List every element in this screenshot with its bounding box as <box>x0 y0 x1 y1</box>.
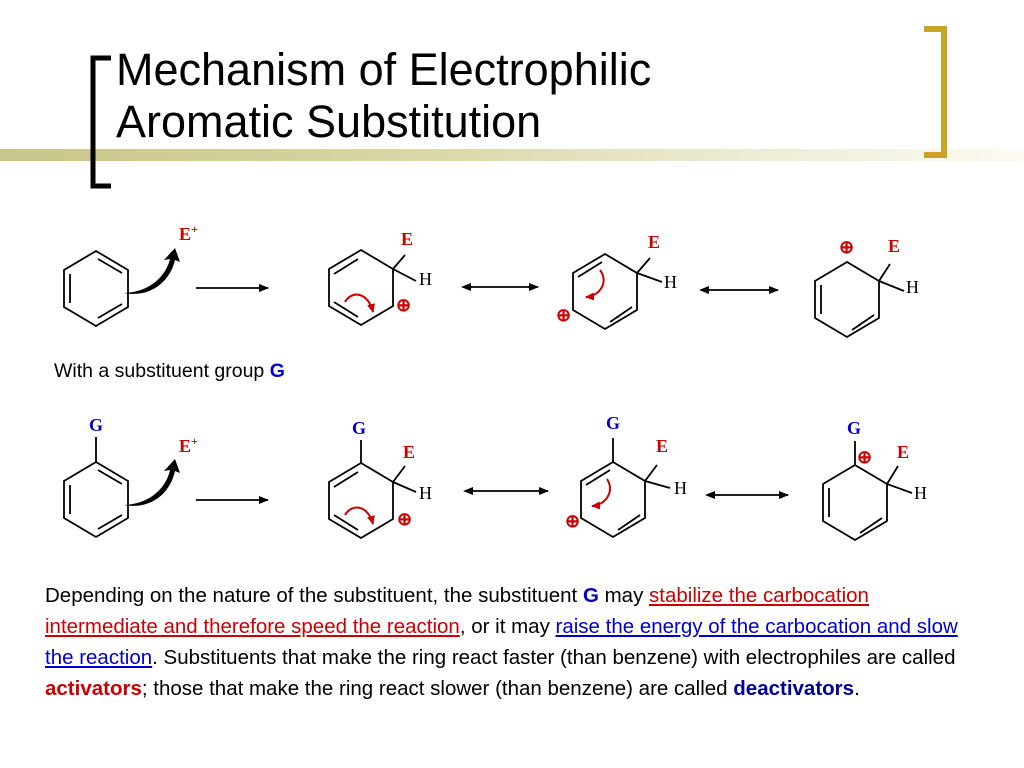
raise-energy-link[interactable]: raise the energy of the carbocation and … <box>45 615 958 669</box>
paragraph-text: . <box>854 677 860 700</box>
slide-title: Mechanism of Electrophilic Aromatic Subs… <box>116 44 658 148</box>
carbocation-symbol: ⊕ <box>397 509 412 529</box>
sigma-complex-1 <box>328 248 417 327</box>
sigma-complex-3 <box>814 260 905 339</box>
slide-title-line-2: Aromatic Substitution <box>116 96 542 147</box>
electron-push-arrow <box>124 248 180 294</box>
paragraph-text: may <box>598 584 650 607</box>
substituted-benzene-ring <box>63 437 129 539</box>
red-curved-arrow <box>591 478 611 510</box>
red-curved-arrow <box>344 293 375 313</box>
title-underline-band <box>0 149 1024 161</box>
electrophile-label: E+ <box>179 434 198 456</box>
substituent-caption: With a substituent group G <box>54 360 285 383</box>
substituent-label: G <box>89 415 103 435</box>
red-curved-arrow <box>344 506 375 525</box>
electron-push-arrow <box>124 459 180 506</box>
activators-term: activators <box>45 677 142 700</box>
electrophile-label: E <box>648 232 660 252</box>
hydrogen-label: H <box>419 269 432 289</box>
carbocation-symbol: ⊕ <box>565 511 580 531</box>
sigma-complex-2 <box>572 252 663 331</box>
carbocation-symbol: ⊕ <box>396 295 411 315</box>
electrophile-label: E <box>656 436 668 456</box>
red-curved-arrow <box>585 269 605 301</box>
hydrogen-label: H <box>419 483 432 503</box>
carbocation-symbol: ⊕ <box>556 305 571 325</box>
substituent-label: G <box>847 418 861 438</box>
paragraph-group: G <box>582 584 599 607</box>
paragraph-text: ; those that make the ring react slower … <box>141 677 734 700</box>
slide-title-line-1: Mechanism of Electrophilic <box>116 44 652 95</box>
hydrogen-label: H <box>674 478 687 498</box>
electrophile-label: E <box>401 229 413 249</box>
deactivators-term: deactivators <box>733 677 855 700</box>
substituent-label: G <box>606 413 620 433</box>
caption-text: With a substituent group <box>54 360 270 382</box>
electrophile-label: E <box>403 442 415 462</box>
hydrogen-label: H <box>906 277 919 297</box>
right-bracket <box>924 26 947 158</box>
caption-group: G <box>269 360 285 382</box>
substituted-sigma-complex-3 <box>822 441 913 542</box>
carbocation-symbol: ⊕ <box>839 237 854 257</box>
carbocation-symbol: ⊕ <box>857 447 872 467</box>
hydrogen-label: H <box>914 483 927 503</box>
paragraph-text: , or it may <box>459 615 556 638</box>
stabilize-link[interactable]: stabilize the carbocation intermediate a… <box>45 584 869 638</box>
electrophile-label: E <box>897 442 909 462</box>
electrophile-label: E <box>888 236 900 256</box>
explanation-paragraph: Depending on the nature of the substitue… <box>45 580 980 704</box>
benzene-ring <box>63 249 129 328</box>
paragraph-text: Depending on the nature of the substitue… <box>45 584 583 607</box>
substituted-sigma-complex-2 <box>580 438 671 539</box>
substituted-sigma-complex-1 <box>328 440 417 540</box>
electrophile-label: E+ <box>179 222 198 244</box>
substituent-label: G <box>352 418 366 438</box>
left-bracket <box>90 55 111 189</box>
hydrogen-label: H <box>664 272 677 292</box>
paragraph-text: . Substituents that make the ring react … <box>152 646 956 669</box>
